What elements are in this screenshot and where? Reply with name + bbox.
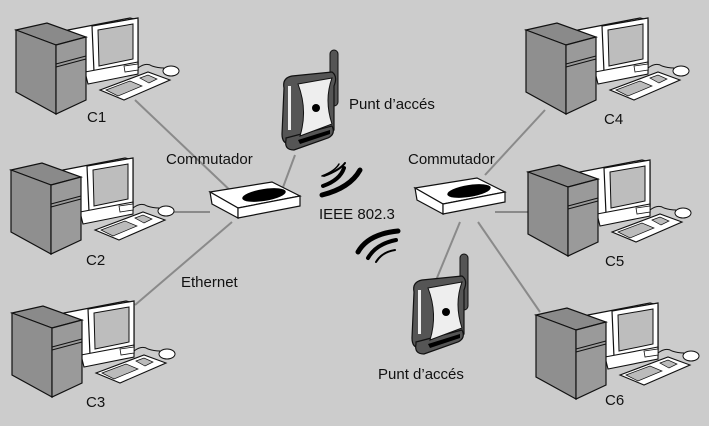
connections (134, 99, 546, 313)
computer-label-c1: C1 (87, 109, 107, 126)
computer-c4 (525, 17, 690, 115)
link-switch-left-c1 (134, 99, 236, 196)
switch-left-label: Commutador (166, 151, 253, 168)
wireless-waves-top-icon (319, 162, 363, 198)
computer-label-c2: C2 (86, 252, 106, 269)
wireless-standard-label: IEEE 802.3 (319, 206, 395, 223)
access-point-top-label: Punt d’accés (349, 96, 435, 113)
switch-left-icon (209, 181, 301, 219)
access-point-bottom-label: Punt d’accés (378, 366, 464, 383)
link-switch-right-c6 (477, 221, 541, 313)
switch-right-icon (414, 177, 506, 215)
link-switch-left-c3 (134, 221, 233, 306)
computer-label-c3: C3 (86, 394, 106, 411)
computer-c1 (15, 17, 180, 115)
link-switch-right-c4 (484, 109, 546, 176)
computer-c6 (535, 302, 700, 400)
computer-label-c6: C6 (605, 392, 625, 409)
access-point-top-icon (281, 49, 339, 151)
computer-label-c4: C4 (604, 111, 624, 128)
computer-c2 (10, 157, 175, 255)
switch-right-label: Commutador (408, 151, 495, 168)
computer-label-c5: C5 (605, 253, 625, 270)
computer-c3 (11, 300, 176, 398)
link-switch-left-ap (281, 154, 296, 191)
ethernet-label: Ethernet (181, 274, 238, 291)
wireless-waves-bottom-icon (355, 228, 401, 263)
computer-c5 (527, 159, 692, 257)
